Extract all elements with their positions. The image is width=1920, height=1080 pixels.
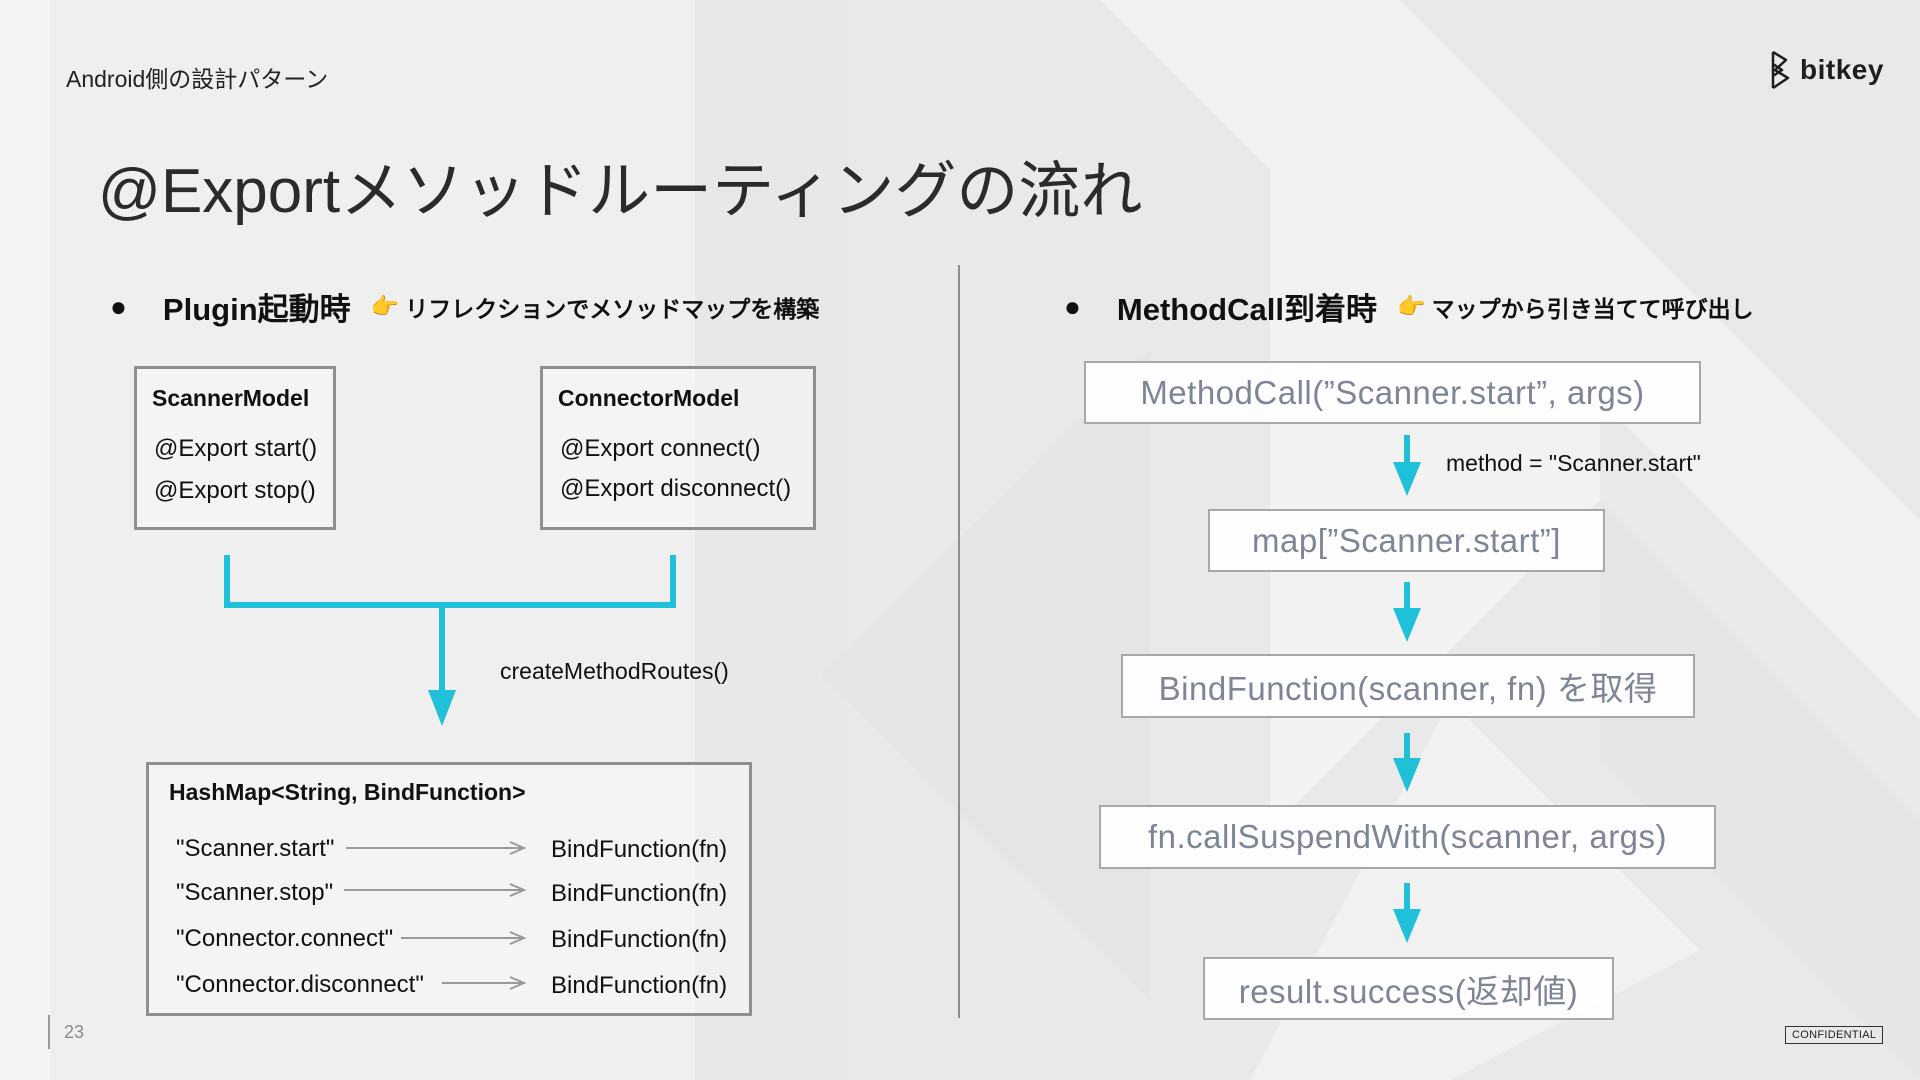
- scanner-model-box: ScannerModel @Export start() @Export sto…: [134, 366, 336, 530]
- left-bullet-heading: ● Plugin起動時 👉 リフレクションでメソッドマップを構築: [110, 284, 819, 329]
- flow-arrow-head: [1393, 608, 1421, 642]
- hashmap-arrow-head: [509, 883, 527, 897]
- methodcall-heading: MethodCall到着時: [1116, 292, 1377, 327]
- page-title: @Exportメソッドルーティングの流れ: [98, 157, 1143, 226]
- hashmap-key: "Connector.disconnect": [176, 971, 424, 998]
- flow-step-callsuspend: fn.callSuspendWith(scanner, args): [1099, 805, 1716, 869]
- flow-arrow-head: [1393, 462, 1421, 496]
- hashmap-arrow-head: [509, 931, 527, 945]
- pointing-hand-icon: 👉: [1396, 293, 1426, 319]
- pointing-hand-icon: 👉: [370, 293, 400, 319]
- hashmap-key: "Scanner.stop": [176, 879, 334, 906]
- flow-step-result-success: result.success(返却値): [1203, 957, 1614, 1020]
- logo-text: bitkey: [1800, 54, 1884, 85]
- hashmap-value: BindFunction(fn): [551, 972, 728, 999]
- bitkey-logo-icon: [1771, 50, 1790, 90]
- bullet-dot: ●: [110, 290, 127, 322]
- methodcall-subtext: 👉 マップから引き当てて呼び出し: [1397, 290, 1754, 324]
- scanner-model-title: ScannerModel: [152, 385, 310, 411]
- hashmap-key: "Connector.connect": [176, 925, 394, 952]
- connector-model-method: @Export disconnect(): [560, 475, 792, 502]
- page-number: 23: [64, 1022, 85, 1042]
- hashmap-key: "Scanner.start": [176, 835, 335, 862]
- merge-bracket-line: [224, 555, 676, 608]
- scanner-model-method: @Export start(): [154, 435, 318, 462]
- hashmap-value: BindFunction(fn): [551, 880, 728, 907]
- flow-arrow-head: [1393, 758, 1421, 792]
- scanner-model-method: @Export stop(): [154, 477, 316, 504]
- plugin-start-subtext: 👉 リフレクションでメソッドマップを構築: [371, 290, 820, 324]
- bullet-dot: ●: [1064, 290, 1081, 322]
- hashmap-arrow-head: [509, 976, 527, 990]
- flow-step-bindfunction: BindFunction(scanner, fn) を取得: [1121, 654, 1695, 718]
- flow-step-map-lookup: map[”Scanner.start”]: [1208, 509, 1605, 572]
- connector-model-box: ConnectorModel @Export connect() @Export…: [540, 366, 816, 530]
- hashmap-value: BindFunction(fn): [551, 926, 728, 953]
- confidential-badge: CONFIDENTIAL: [1785, 1026, 1884, 1044]
- hashmap-arrow-head: [509, 841, 527, 855]
- methodcall-subtext-label: マップから引き当てて呼び出し: [1431, 295, 1754, 322]
- page-number-bar: [48, 1015, 50, 1049]
- bitkey-logo: bitkey: [1770, 50, 1884, 90]
- method-arrow-label: method = "Scanner.start": [1446, 450, 1701, 476]
- merge-down-arrow-head: [428, 690, 456, 726]
- create-method-routes-label: createMethodRoutes(): [500, 658, 729, 684]
- plugin-start-subtext-label: リフレクションでメソッドマップを構築: [405, 295, 820, 322]
- hashmap-value: BindFunction(fn): [551, 836, 728, 863]
- right-bullet-heading: ● MethodCall到着時 👉 マップから引き当てて呼び出し: [1064, 284, 1754, 329]
- plugin-start-heading: Plugin起動時: [162, 292, 351, 327]
- connector-model-title: ConnectorModel: [558, 385, 740, 411]
- column-divider: [958, 265, 960, 1018]
- flow-step-methodcall: MethodCall(”Scanner.start”, args): [1084, 361, 1701, 424]
- hashmap-title: HashMap<String, BindFunction>: [169, 779, 526, 805]
- flow-arrow-head: [1393, 909, 1421, 943]
- section-label: Android側の設計パターン: [66, 66, 329, 92]
- connector-model-method: @Export connect(): [560, 435, 761, 462]
